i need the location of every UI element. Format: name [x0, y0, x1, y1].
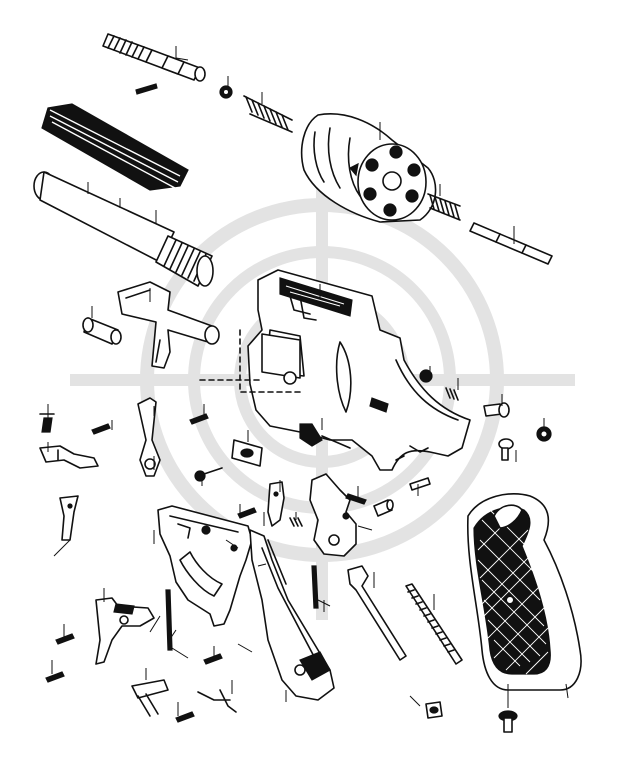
sight-screw	[498, 438, 514, 461]
grip-frame-plate	[249, 529, 335, 701]
trigger-guard-frame	[157, 505, 253, 627]
vertical-pin-1	[311, 565, 319, 609]
grip-panel	[466, 493, 582, 691]
frame-dashed-guide	[199, 329, 301, 393]
center-pin	[469, 222, 553, 265]
rebound-nut	[419, 369, 433, 383]
pin-bottom-4	[175, 711, 195, 723]
hand-spring	[289, 517, 303, 527]
hand	[267, 481, 285, 527]
frame-screw	[194, 467, 223, 482]
hand-pawl	[39, 445, 99, 469]
sideplate-screw	[483, 402, 510, 418]
hammer-pin-right	[409, 477, 431, 491]
ejector-collar	[219, 85, 233, 99]
trigger	[95, 597, 155, 665]
hammer-block	[131, 679, 169, 717]
pin-bottom-1	[55, 633, 75, 645]
crane-bushing	[82, 317, 122, 345]
trigger-bar	[59, 495, 79, 541]
grip-screw	[498, 710, 518, 733]
ejector-spring	[243, 95, 293, 133]
ejector-pin	[135, 83, 158, 95]
firing-pin-bushing	[373, 499, 394, 517]
rear-sight-nut	[536, 426, 552, 442]
ejector-rod	[102, 33, 206, 82]
hammer	[309, 473, 357, 557]
rebound-spring-small	[445, 387, 459, 401]
revolver-frame	[247, 269, 471, 471]
pin-bottom-3	[203, 653, 223, 665]
cylinder-latch	[299, 423, 351, 449]
latch-nut	[231, 439, 263, 467]
mainspring	[405, 583, 463, 665]
part-leader-lines	[47, 46, 569, 716]
barrel	[33, 171, 214, 287]
pin-bottom-2	[45, 671, 65, 683]
revolver-cylinder	[300, 113, 437, 223]
vertical-pin-2	[165, 589, 173, 651]
barrel-shroud	[41, 103, 189, 191]
trigger-spring-clip	[39, 413, 55, 433]
grip-escutcheon	[425, 701, 443, 719]
hammer-strut	[345, 493, 367, 505]
cylinder-spring	[427, 193, 461, 221]
cylinder-crane	[117, 281, 220, 369]
mainspring-strut	[347, 565, 407, 661]
latch-spring	[197, 689, 237, 713]
pin-mid	[237, 507, 257, 519]
pin-left-1	[91, 423, 111, 435]
pin-left-2	[189, 413, 209, 425]
